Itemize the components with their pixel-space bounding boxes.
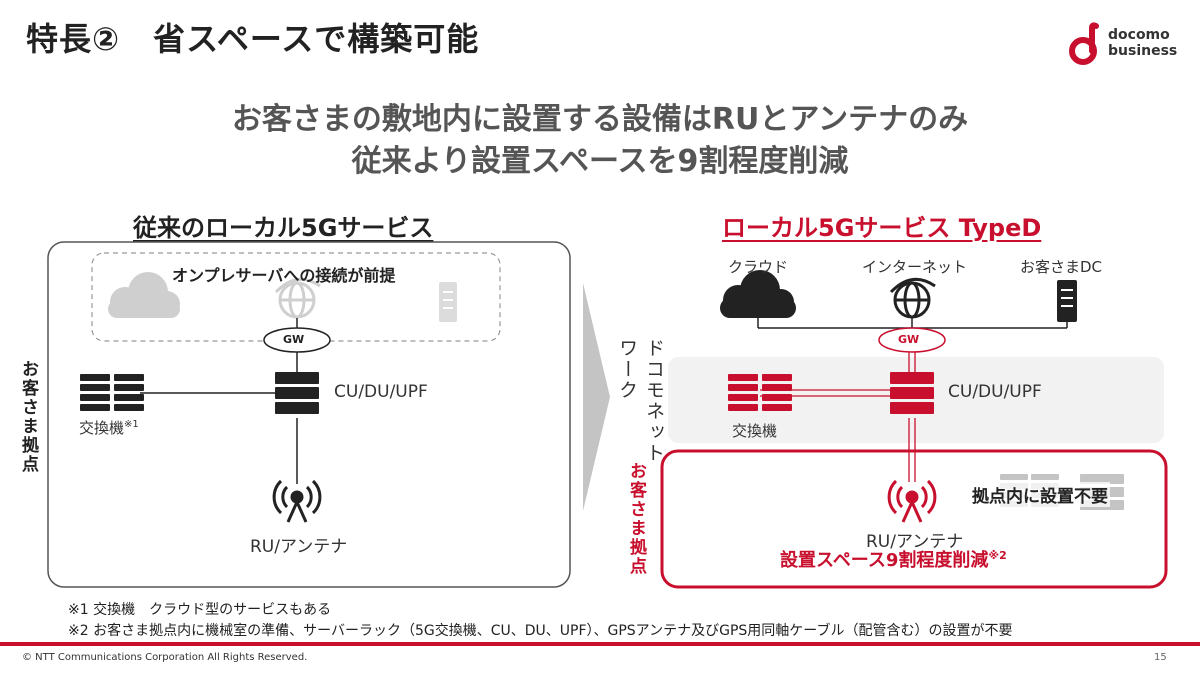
headline-line1: お客さまの敷地内に設置する設備はRUとアンテナのみ: [231, 102, 969, 137]
cloud-icon-gray: [108, 272, 180, 318]
right-gw-label: GW: [898, 333, 920, 346]
right-switch-icon: [728, 374, 792, 411]
page-title: 特長② 省スペースで構築可能: [26, 20, 480, 58]
left-core-label: CU/DU/UPF: [334, 382, 428, 402]
reduction-label: 設置スペース9割程度削減※2: [780, 546, 1007, 572]
left-switch-text: 交換機: [79, 419, 125, 437]
right-gw-ellipse: [878, 327, 946, 353]
reduction-text: 設置スペース9割程度削減: [780, 550, 989, 571]
not-needed-label: 拠点内に設置不要: [970, 482, 1110, 507]
right-section-heading: ローカル5Gサービス TypeD: [722, 214, 1042, 242]
left-core-server-icon: [275, 372, 319, 414]
docomo-business-logo: docomo business: [1068, 22, 1188, 66]
internet-label: インターネット: [862, 258, 968, 276]
dc-server-icon: [1057, 280, 1077, 322]
right-core-label: CU/DU/UPF: [948, 382, 1042, 402]
left-antenna-icon: [272, 479, 322, 523]
right-core-server-icon: [890, 372, 934, 414]
left-site-label: お客さま拠点: [18, 360, 38, 474]
right-ru-label: RU/アンテナ: [866, 532, 964, 552]
cloud-icon: [720, 270, 796, 318]
right-switch-label: 交換機: [732, 422, 778, 440]
globe-icon-gray: [274, 277, 321, 319]
footnote-1: ※1 交換機 クラウド型のサービスもある: [68, 602, 332, 618]
headline-line2: 従来より設置スペースを9割程度削減: [351, 144, 849, 179]
left-ru-label: RU/アンテナ: [250, 537, 348, 557]
onprem-label: オンプレサーバへの接続が前提: [172, 266, 396, 285]
right-site-label: お客さま拠点: [626, 462, 646, 576]
logo-text-business: business: [1108, 43, 1178, 59]
server-icon-gray: [439, 282, 457, 322]
dc-label: お客さまDC: [1020, 258, 1103, 276]
docomo-logo-icon: [1069, 22, 1099, 65]
footer-rule: [0, 642, 1200, 646]
left-gw-label: GW: [283, 333, 305, 346]
right-site-box: [660, 449, 1168, 589]
copyright: © NTT Communications Corporation All Rig…: [22, 652, 308, 663]
left-switch-icon: [80, 374, 144, 411]
left-switch-label: 交換機※1: [79, 417, 139, 438]
cloud-label: クラウド: [728, 258, 789, 276]
docomo-network-text: ドコモネットワーク: [616, 338, 665, 464]
right-antenna-icon: [887, 479, 937, 523]
footnote-2: ※2 お客さま拠点内に機械室の準備、サーバーラック（5G交換機、CU、DU、UP…: [68, 623, 1013, 639]
left-site-box: [47, 241, 571, 588]
docomo-network-label: ドコモネットワーク: [612, 338, 668, 468]
logo-text-docomo: docomo: [1108, 27, 1170, 43]
transition-arrow: [583, 283, 610, 511]
left-switch-note: ※1: [124, 419, 139, 430]
left-gw-ellipse: [263, 327, 331, 353]
page-number: 15: [1154, 652, 1167, 663]
left-section-heading: 従来のローカル5Gサービス: [133, 214, 434, 242]
reduction-note: ※2: [988, 549, 1007, 562]
globe-icon: [889, 277, 936, 319]
